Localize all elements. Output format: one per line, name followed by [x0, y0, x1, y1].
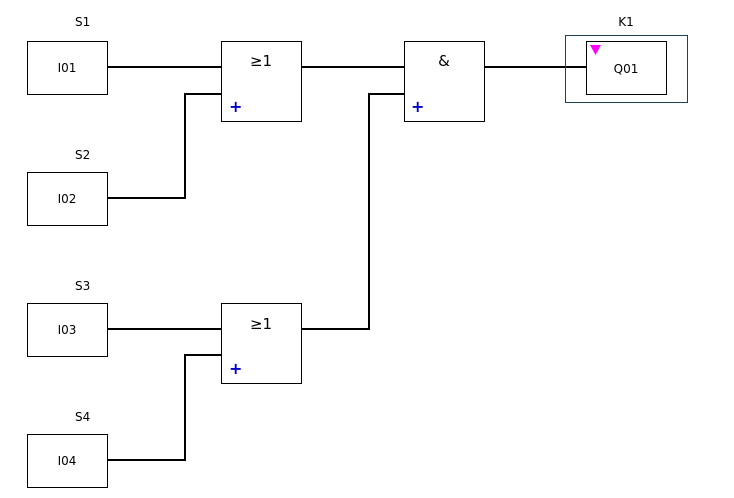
input-block-i01[interactable]: S1 I01	[27, 15, 108, 95]
input-label: S2	[75, 148, 90, 162]
input-name: I04	[58, 454, 77, 468]
input-label: S1	[75, 15, 90, 29]
wire-i02-or1	[107, 93, 221, 199]
input-block-i04[interactable]: S4 I04	[27, 410, 108, 488]
gate-symbol: ≥1	[250, 315, 272, 333]
wire-or2-and	[301, 93, 404, 330]
input-label: S4	[75, 410, 90, 424]
input-name: I03	[58, 323, 77, 337]
or-gate-1[interactable]: ≥1 +	[221, 41, 302, 122]
expand-plus-icon[interactable]: +	[229, 97, 242, 116]
wire-i04-or2	[107, 354, 221, 461]
input-name: I02	[58, 192, 77, 206]
output-block-q01[interactable]: K1 Q01	[565, 15, 688, 103]
marker-triangle-icon	[590, 45, 601, 55]
output-name: Q01	[614, 62, 639, 76]
and-gate[interactable]: & +	[404, 41, 485, 122]
output-label: K1	[618, 15, 634, 29]
input-label: S3	[75, 279, 90, 293]
input-block-i03[interactable]: S3 I03	[27, 279, 108, 357]
gate-symbol: ≥1	[250, 52, 272, 70]
input-name: I01	[58, 61, 77, 75]
selection-frame	[565, 35, 688, 103]
gate-symbol: &	[438, 52, 450, 70]
expand-plus-icon[interactable]: +	[411, 97, 424, 116]
input-block-i02[interactable]: S2 I02	[27, 148, 108, 226]
or-gate-2[interactable]: ≥1 +	[221, 303, 302, 384]
expand-plus-icon[interactable]: +	[229, 359, 242, 378]
